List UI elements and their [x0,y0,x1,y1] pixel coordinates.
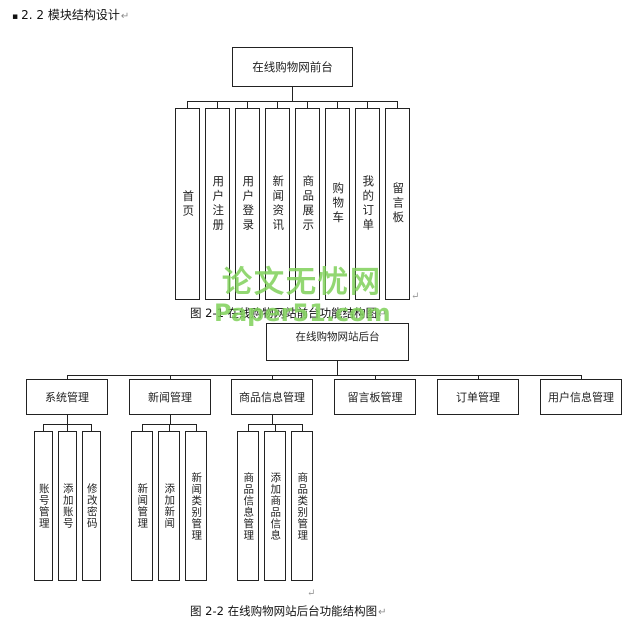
front-module-box: 新闻资讯 [265,108,290,300]
connector-line [275,424,276,431]
connector-line [43,424,44,431]
connector-line [367,101,368,108]
connector-line [397,101,398,108]
back-submodule-label: 商品类别管理 [296,471,309,541]
back-module-label: 新闻管理 [148,391,192,404]
front-module-label: 新闻资讯 [271,175,286,233]
back-submodule-label: 添加新闻 [163,483,176,529]
back-module-label: 留言板管理 [347,391,403,404]
front-module-label: 商品展示 [301,175,316,233]
back-module-label: 商品信息管理 [239,391,305,404]
figure-caption-text: 图 2-2 在线购物网站后台功能结构图 [190,604,378,618]
back-submodule-box: 账号管理 [34,431,53,581]
connector-line [169,424,170,431]
connector-line [67,375,581,376]
front-root-label: 在线购物网前台 [252,60,333,74]
connector-line [248,424,249,431]
figure-caption: 图 2-2 在线购物网站后台功能结构图↵ [190,603,386,619]
front-root-box: 在线购物网前台 [232,47,353,87]
front-module-box: 购物车 [325,108,350,300]
back-submodule-box: 添加新闻 [158,431,180,581]
connector-line [91,424,92,431]
connector-line [67,424,68,431]
connector-line [375,375,376,379]
back-module-box: 新闻管理 [129,379,211,415]
back-module-label: 用户信息管理 [548,391,614,404]
back-submodule-label: 新闻类别管理 [190,471,203,541]
connector-line [302,424,303,431]
connector-line [247,101,248,108]
back-root-label: 在线购物网站后台 [295,331,380,343]
back-module-box: 留言板管理 [334,379,416,415]
front-module-label: 留言板 [391,182,406,226]
back-submodule-label: 修改密码 [85,483,98,529]
front-module-label: 首页 [181,189,196,219]
front-module-label: 用户登录 [241,175,256,233]
paragraph-mark-icon: ↵ [378,309,387,320]
paragraph-mark-icon: ↵ [120,11,130,22]
section-heading: ▪2. 2 模块结构设计↵ [12,6,129,23]
connector-line [170,375,171,379]
bullet-icon: ▪ [12,12,19,22]
front-module-box: 商品展示 [295,108,320,300]
back-submodule-label: 商品信息管理 [242,471,255,541]
front-module-label: 用户注册 [211,175,226,233]
front-module-box: 用户登录 [235,108,260,300]
connector-line [337,101,338,108]
front-module-box: 首页 [175,108,200,300]
connector-line [67,415,68,424]
connector-line [272,375,273,379]
paragraph-mark-icon: ↵ [307,588,316,599]
front-module-box: 留言板 [385,108,410,300]
back-module-label: 系统管理 [45,391,89,404]
connector-line [478,375,479,379]
back-submodule-label: 账号管理 [37,483,50,529]
back-submodule-box: 商品信息管理 [237,431,259,581]
connector-line [187,101,397,102]
section-heading-text: 2. 2 模块结构设计 [21,8,120,22]
back-submodule-box: 商品类别管理 [291,431,313,581]
back-module-box: 商品信息管理 [231,379,313,415]
connector-line [581,375,582,379]
back-submodule-label: 添加商品信息 [269,471,282,541]
back-module-box: 订单管理 [437,379,519,415]
back-submodule-label: 新闻管理 [136,483,149,529]
connector-line [277,101,278,108]
back-submodule-box: 新闻管理 [131,431,153,581]
front-module-label: 我的订单 [361,175,376,233]
connector-line [67,375,68,379]
connector-line [187,101,188,108]
connector-line [196,424,197,431]
connector-line [307,101,308,108]
back-module-box: 用户信息管理 [540,379,622,415]
figure-caption-text: 图 2-1 在线购物网站前台功能结构图 [190,306,378,320]
back-submodule-box: 修改密码 [82,431,101,581]
front-module-box: 用户注册 [205,108,230,300]
connector-line [292,87,293,101]
back-submodule-label: 添加账号 [61,483,74,529]
front-module-box: 我的订单 [355,108,380,300]
paragraph-mark-icon: ↵ [378,607,387,618]
back-submodule-box: 添加账号 [58,431,77,581]
connector-line [217,101,218,108]
connector-line [272,415,273,424]
back-root-box: 在线购物网站后台 [266,323,409,361]
front-module-label: 购物车 [331,182,346,226]
connector-line [170,415,171,424]
back-submodule-box: 新闻类别管理 [185,431,207,581]
figure-caption: 图 2-1 在线购物网站前台功能结构图↵ [190,305,386,321]
paragraph-mark-icon: ↵ [411,291,420,302]
back-module-label: 订单管理 [456,391,500,404]
back-module-box: 系统管理 [26,379,108,415]
connector-line [337,361,338,375]
back-submodule-box: 添加商品信息 [264,431,286,581]
connector-line [142,424,143,431]
